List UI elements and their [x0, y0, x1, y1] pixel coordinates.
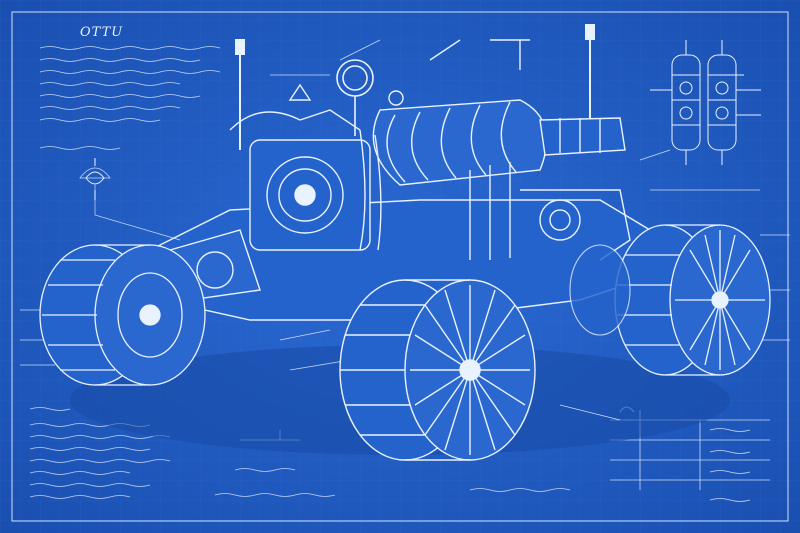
- antennas: [235, 24, 595, 150]
- blueprint-title: OTTU: [80, 25, 123, 40]
- wheel-front-center: [339, 279, 536, 461]
- blueprint-border: [11, 11, 789, 522]
- periscope-ring: [336, 59, 374, 136]
- notes-top-left: [39, 46, 221, 150]
- wheel-rear-right: [614, 224, 771, 376]
- detail-canisters-top-right: [650, 40, 761, 165]
- wheel-mid: [569, 244, 631, 336]
- wheel-rear-left: [39, 244, 206, 386]
- small-detail-figure: [85, 158, 105, 200]
